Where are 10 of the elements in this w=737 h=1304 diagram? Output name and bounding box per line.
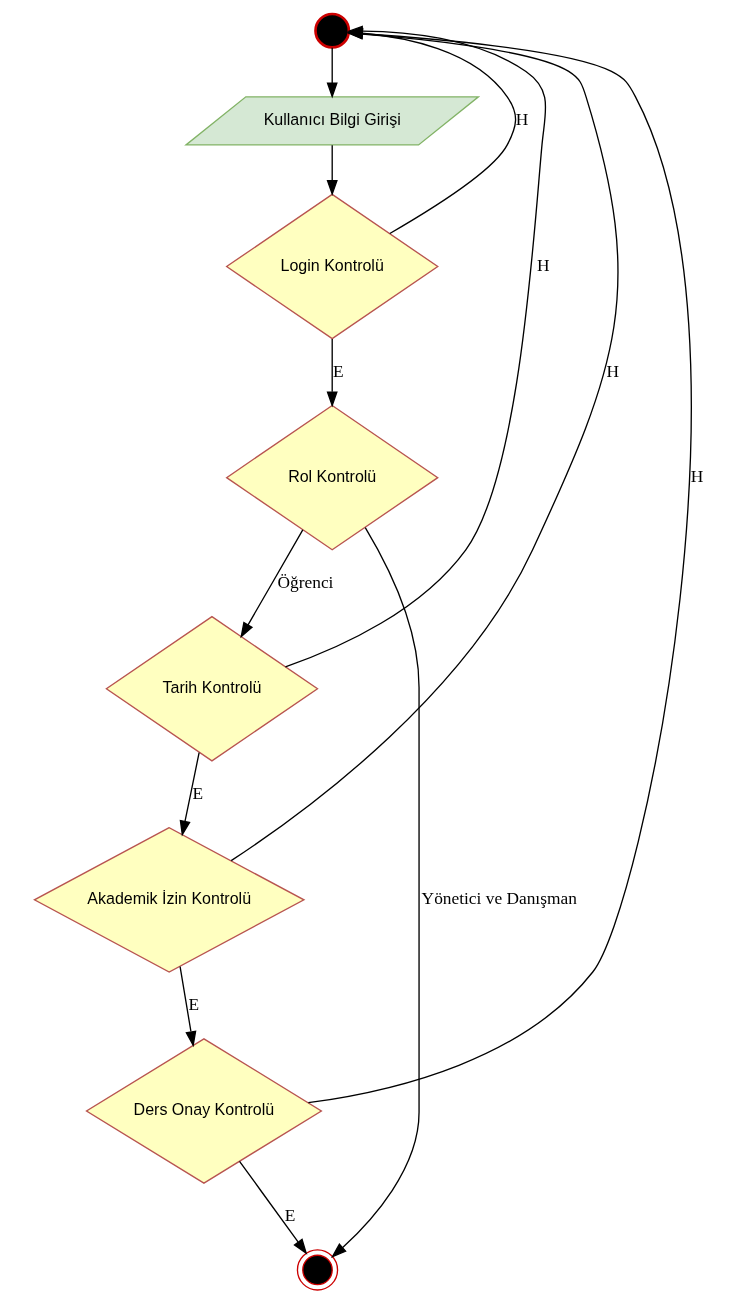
edge-label: H xyxy=(536,256,550,276)
edge-label: H xyxy=(690,467,703,487)
edge-label: E xyxy=(192,783,203,803)
edge-label: H xyxy=(515,110,528,130)
edge-label: H xyxy=(606,361,619,381)
edge-label: Yönetici ve Danışman xyxy=(421,889,577,909)
edge-label: Öğrenci xyxy=(277,572,333,592)
edge-label: E xyxy=(332,361,344,381)
edge-label: E xyxy=(284,1206,295,1226)
edge-label: E xyxy=(188,994,199,1014)
